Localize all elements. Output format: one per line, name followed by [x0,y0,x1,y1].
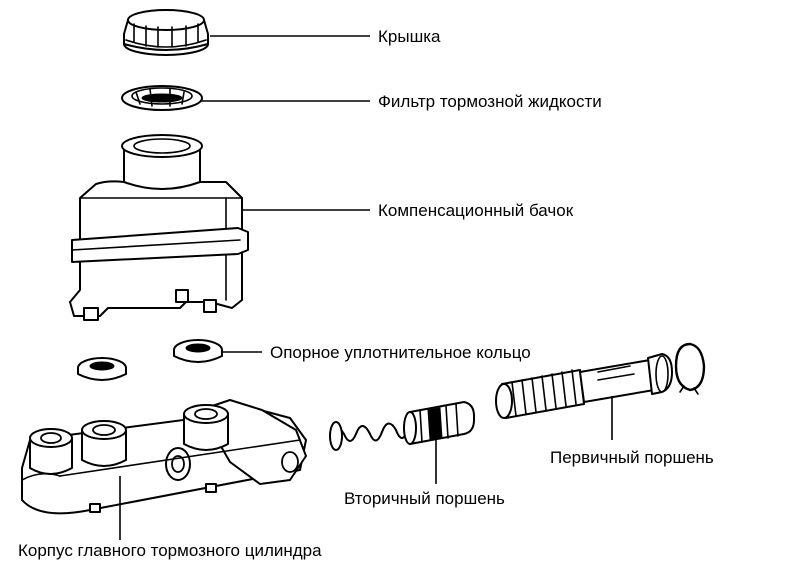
seal-left-part [77,357,127,381]
snap-ring-part [674,342,706,395]
cap-part [123,9,209,56]
filter-label: Фильтр тормозной жидкости [378,92,602,111]
primary-piston-part [495,353,673,419]
seal-label: Опорное уплотнительное кольцо [270,343,531,362]
secondary-piston-label: Вторичный поршень [344,489,505,508]
reservoir-part [69,134,249,321]
cap-label: Крышка [378,27,441,46]
reservoir-label: Компенсационный бачок [378,201,574,220]
body-label: Корпус главного тормозного цилиндра [18,541,322,560]
filter-part [121,85,203,111]
seal-right-part [173,339,223,363]
primary-piston-label: Первичный поршень [550,448,714,467]
secondary-piston-part [329,401,475,451]
cylinder-body-part [21,399,307,515]
